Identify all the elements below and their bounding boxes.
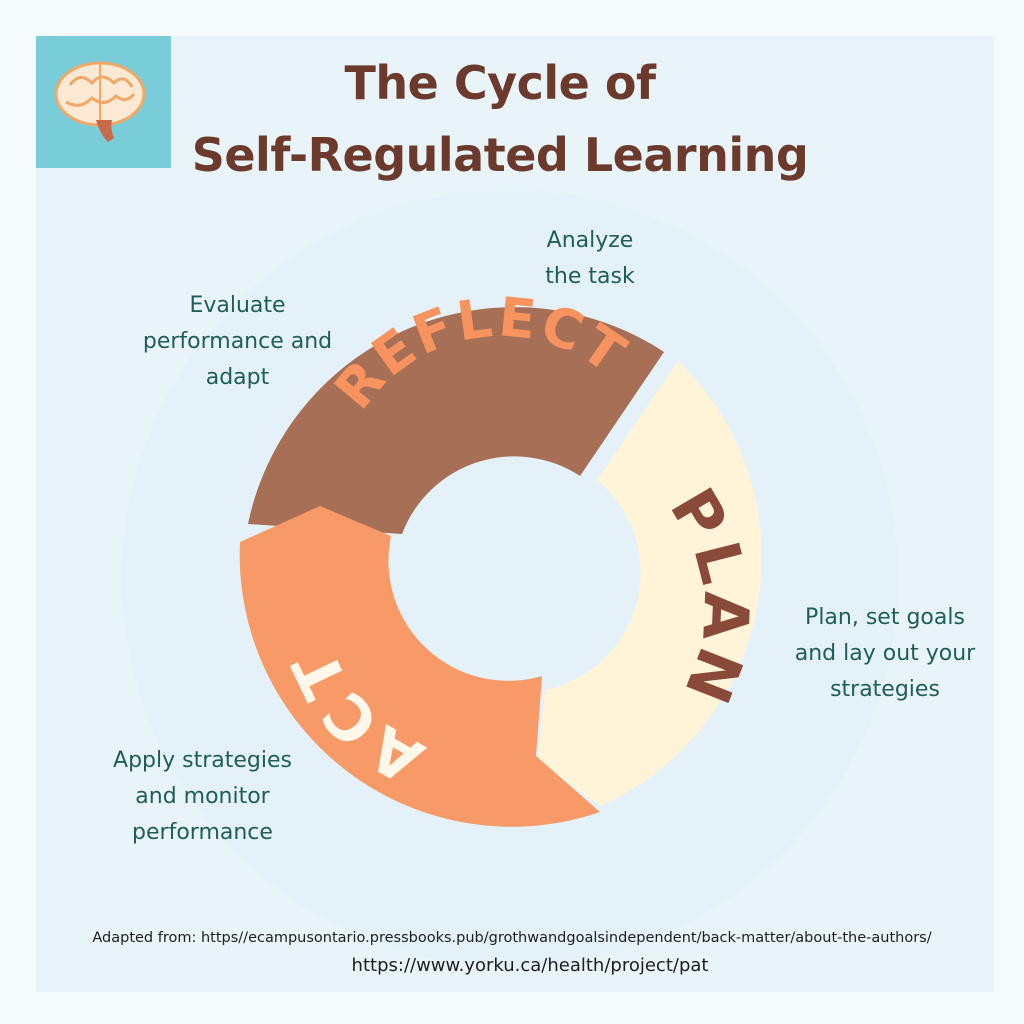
segment-act [239, 506, 600, 827]
title-line-1: The Cycle of [344, 56, 656, 110]
note-plan-goals: Plan, set goals and lay out your strateg… [794, 605, 976, 702]
credit-url: https://www.yorku.ca/health/project/pat [351, 955, 709, 976]
brain-icon [54, 61, 146, 142]
segment-plan [538, 361, 762, 806]
note-analyze-task: Analyze the task [545, 228, 635, 289]
background-circle [122, 190, 898, 966]
title-line-2: Self-Regulated Learning [191, 128, 809, 182]
note-apply-strategies: Apply strategies and monitor performance [113, 748, 292, 845]
note-evaluate-performance: Evaluate performance and adapt [142, 293, 333, 390]
credit-source: Adapted from: https//ecampusontario.pres… [92, 930, 932, 946]
segment-reflect [248, 307, 664, 534]
